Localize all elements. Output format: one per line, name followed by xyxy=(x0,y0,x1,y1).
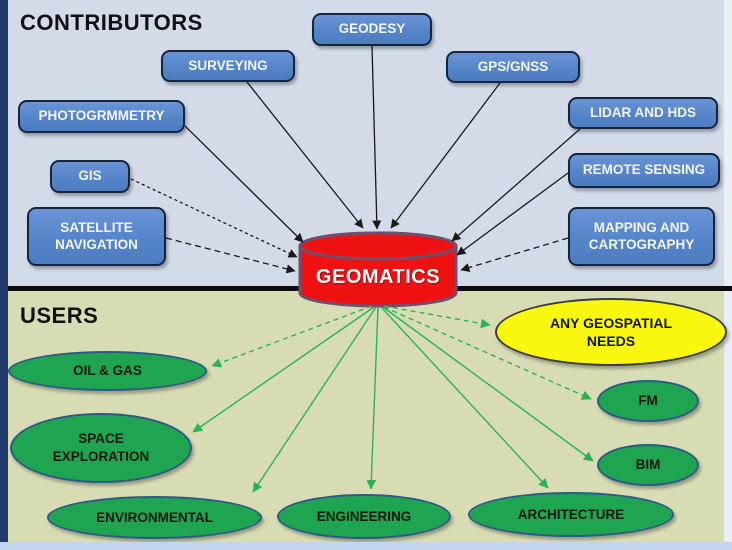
arrow-geomatics-to-any-geospatial-needs xyxy=(383,305,491,329)
node-architecture-label: ARCHITECTURE xyxy=(517,506,625,522)
node-bim: BIM xyxy=(597,444,699,486)
node-geomatics-label: GEOMATICS xyxy=(315,265,441,288)
arrow-lidar-hds-to-geomatics xyxy=(451,128,581,242)
node-space-exploration-label: SPACE EXPLORATION xyxy=(52,431,150,464)
arrow-photogrammetry-to-geomatics xyxy=(184,125,304,243)
arrow-geomatics-to-fm xyxy=(383,306,592,400)
arrow-gis-to-geomatics xyxy=(130,178,298,258)
bottom-border-strip xyxy=(0,542,732,550)
arrow-mapping-cartography-to-geomatics xyxy=(460,237,569,272)
node-mapping-cartography: MAPPING AND CARTOGRAPHY xyxy=(568,207,715,266)
node-environmental-label: ENVIRONMENTAL xyxy=(96,509,213,525)
node-architecture: ARCHITECTURE xyxy=(468,492,674,537)
node-photogrammetry-label: PHOTOGRMMETRY xyxy=(38,108,165,124)
node-fm-label: FM xyxy=(638,393,658,409)
node-environmental: ENVIRONMENTAL xyxy=(47,496,262,539)
arrow-gps-gnss-to-geomatics xyxy=(390,82,501,229)
node-gps-gnss-label: GPS/GNSS xyxy=(477,58,549,74)
node-fm: FM xyxy=(597,380,699,422)
node-any-geospatial-needs-label: ANY GEOSPATIAL NEEDS xyxy=(549,314,673,349)
arrow-geomatics-to-environmental xyxy=(252,306,377,493)
arrow-satellite-navigation-to-geomatics xyxy=(165,237,296,274)
arrow-geomatics-to-architecture xyxy=(380,306,549,489)
node-geodesy: GEODESY xyxy=(312,13,432,46)
node-lidar-hds-label: LIDAR AND HDS xyxy=(590,104,696,120)
node-oil-gas-label: OIL & GAS xyxy=(73,363,142,379)
right-border-strip xyxy=(724,0,732,542)
node-space-exploration: SPACE EXPLORATION xyxy=(10,413,192,483)
node-remote-sensing-label: REMOTE SENSING xyxy=(582,162,706,178)
node-surveying-label: SURVEYING xyxy=(188,57,268,73)
users-heading: USERS xyxy=(20,303,99,328)
geomatics-cylinder xyxy=(298,231,458,308)
node-surveying: SURVEYING xyxy=(161,50,295,82)
node-satellite-navigation-label: SATELLITE NAVIGATION xyxy=(55,219,138,252)
arrow-geodesy-to-geomatics xyxy=(371,45,382,230)
node-gis-label: GIS xyxy=(78,168,102,184)
node-geomatics: GEOMATICS xyxy=(300,256,456,298)
node-remote-sensing: REMOTE SENSING xyxy=(568,153,720,188)
node-gps-gnss: GPS/GNSS xyxy=(446,51,580,83)
left-border-strip xyxy=(0,0,8,542)
arrow-surveying-to-geomatics xyxy=(246,81,364,229)
node-lidar-hds: LIDAR AND HDS xyxy=(568,97,718,129)
arrow-geomatics-to-engineering xyxy=(366,306,379,490)
node-engineering-label: ENGINEERING xyxy=(316,508,412,524)
node-satellite-navigation: SATELLITE NAVIGATION xyxy=(27,207,166,266)
node-geodesy-label: GEODESY xyxy=(338,21,406,37)
node-bim-label: BIM xyxy=(635,457,661,473)
node-any-geospatial-needs: ANY GEOSPATIAL NEEDS xyxy=(495,298,727,366)
node-gis: GIS xyxy=(50,160,130,193)
arrow-geomatics-to-space-exploration xyxy=(192,306,375,433)
node-engineering: ENGINEERING xyxy=(277,494,451,539)
node-photogrammetry: PHOTOGRMMETRY xyxy=(18,100,185,133)
node-mapping-cartography-label: MAPPING AND CARTOGRAPHY xyxy=(588,219,695,252)
contributors-heading: CONTRIBUTORS xyxy=(20,10,203,35)
arrow-remote-sensing-to-geomatics xyxy=(456,172,569,256)
arrow-geomatics-to-bim xyxy=(382,306,594,462)
node-oil-gas: OIL & GAS xyxy=(8,351,207,391)
arrow-geomatics-to-oil-gas xyxy=(211,305,373,368)
